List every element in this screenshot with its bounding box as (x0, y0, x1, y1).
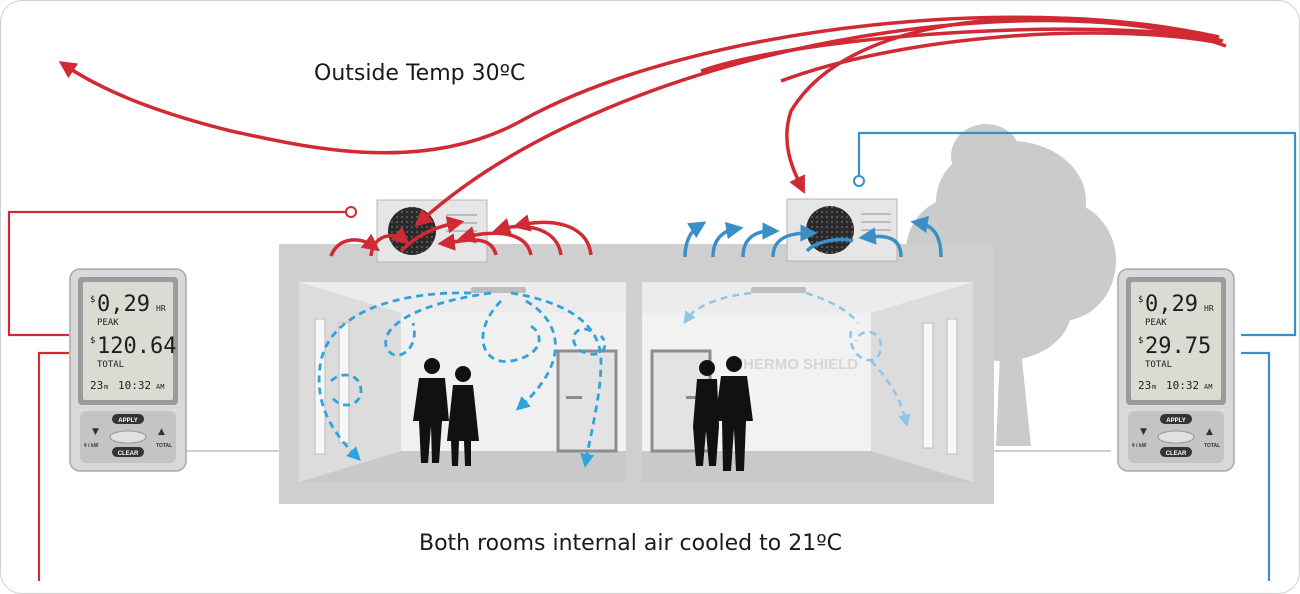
hot-exhaust-arrows (329, 214, 593, 257)
meter-days-unit: m (104, 383, 108, 391)
meter-currency-2: $ (1138, 336, 1143, 346)
clear-button[interactable] (1160, 447, 1192, 457)
meter-time: 10:32 (1166, 379, 1199, 392)
svg-text:APPLY: APPLY (118, 418, 137, 424)
meter-time-unit: AM (156, 383, 164, 391)
meter-currency: $ (1138, 295, 1143, 305)
outside-temp-label: Outside Temp 30ºC (314, 61, 525, 86)
total-button[interactable]: TOTAL (1204, 443, 1220, 449)
clear-button[interactable] (112, 447, 144, 457)
meter-total: 29.75 (1145, 334, 1211, 359)
arrow-down-icon[interactable]: ▼ (92, 427, 99, 437)
meter-total-label: TOTAL (1145, 360, 1172, 370)
hot-air-arrows (58, 15, 1227, 227)
cool-air-arrows (683, 215, 943, 258)
meter-total-label: TOTAL (97, 360, 124, 370)
energy-meter-left: $ 0,29 HR PEAK $ 120.64 TOTAL 23 m 10:32… (69, 268, 187, 472)
airflow-right (683, 291, 911, 428)
person-silhouette-icon (413, 356, 753, 471)
arrow-down-icon[interactable]: ▼ (1140, 427, 1147, 437)
meter-currency: $ (90, 295, 95, 305)
svg-text:CLEAR: CLEAR (1166, 451, 1187, 457)
cost-label: ¢ / kW (84, 443, 99, 449)
meter-time: 10:32 (118, 379, 151, 392)
meter-rate-label: PEAK (1145, 318, 1167, 328)
total-button[interactable]: TOTAL (156, 443, 172, 449)
inside-temp-label: Both rooms internal air cooled to 21ºC (419, 531, 842, 556)
meter-currency-2: $ (90, 336, 95, 346)
meter-total: 120.64 (97, 334, 176, 359)
meter-days-unit: m (1152, 383, 1156, 391)
meter-rate: 0,29 (97, 292, 150, 317)
svg-text:APPLY: APPLY (1166, 418, 1185, 424)
meter-wires (7, 131, 1297, 581)
cost-label: ¢ / kW (1132, 443, 1147, 449)
meter-time-unit: AM (1204, 383, 1212, 391)
apply-button[interactable] (1160, 414, 1192, 424)
arrow-up-icon[interactable]: ▲ (1206, 427, 1213, 437)
meter-rate-label: PEAK (97, 318, 119, 328)
building (279, 244, 994, 504)
energy-meter-right: $ 0,29 HR PEAK $ 29.75 TOTAL 23 m 10:32 … (1117, 268, 1235, 472)
apply-button[interactable] (112, 414, 144, 424)
meter-days: 23 (90, 379, 103, 392)
meter-rate-unit: HR (1204, 304, 1214, 313)
tree-icon (906, 124, 1116, 446)
svg-text:CLEAR: CLEAR (118, 451, 139, 457)
brand-watermark: THERMO SHIELD (734, 356, 858, 373)
arrow-up-icon[interactable]: ▲ (158, 427, 165, 437)
meter-rate-unit: HR (156, 304, 166, 313)
meter-rate: 0,29 (1145, 292, 1198, 317)
meter-days: 23 (1138, 379, 1151, 392)
airflow-left (317, 291, 607, 468)
